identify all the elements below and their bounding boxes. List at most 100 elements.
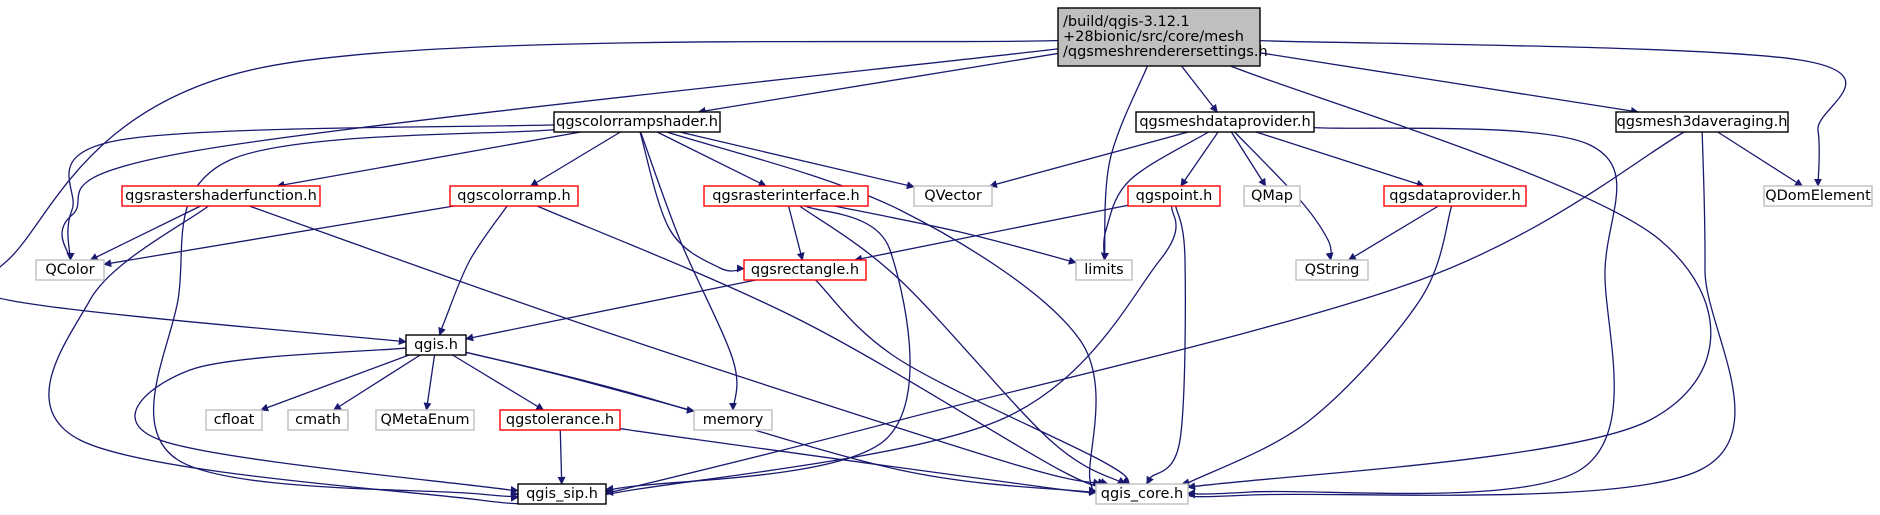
node-label-rasterinterface: qgsrasterinterface.h bbox=[712, 188, 859, 204]
edge-root-to-mesh3daveraging bbox=[1259, 52, 1639, 115]
node-qgis[interactable]: qgis.h bbox=[405, 334, 467, 356]
edge-tolerance-to-qgis_core bbox=[619, 427, 1097, 495]
node-box-limits bbox=[1075, 259, 1133, 281]
node-box-rastershaderfunction bbox=[121, 185, 321, 207]
edge-meshdataprovider-to-dataprovider bbox=[1255, 131, 1425, 188]
node-label-root: /build/qgis-3.12.1 bbox=[1063, 14, 1190, 30]
node-box-mesh3daveraging bbox=[1615, 111, 1789, 133]
edge-dataprovider-to-qstring bbox=[1347, 205, 1439, 261]
edge-colorrampshader-to-memory bbox=[640, 131, 738, 411]
node-tolerance[interactable]: qgstolerance.h bbox=[499, 409, 621, 431]
nodes-layer: /build/qgis-3.12.1+28bionic/src/core/mes… bbox=[35, 7, 1873, 505]
edge-point-to-rectangle bbox=[854, 204, 1129, 263]
edge-rasterinterface-to-qgis_core bbox=[799, 205, 1126, 485]
node-box-point bbox=[1127, 185, 1221, 207]
node-qgis_core[interactable]: qgis_core.h bbox=[1095, 483, 1189, 505]
edge-meshdataprovider-to-qmap bbox=[1230, 131, 1267, 187]
edge-colorrampshader-to-rastershaderfunction bbox=[276, 131, 581, 189]
edge-qgis-to-qmetaenum bbox=[423, 354, 436, 411]
node-qgis_sip[interactable]: qgis_sip.h bbox=[517, 483, 607, 505]
node-label-cfloat: cfloat bbox=[214, 412, 255, 428]
node-box-qdomelement bbox=[1763, 185, 1873, 207]
edge-colorrampshader-to-qgis_core bbox=[666, 131, 1106, 493]
node-mesh3daveraging[interactable]: qgsmesh3daveraging.h bbox=[1615, 111, 1789, 133]
edge-qgis-to-tolerance bbox=[452, 354, 545, 411]
edge-rastershaderfunction-to-qgis_core bbox=[249, 205, 1101, 487]
node-cfloat[interactable]: cfloat bbox=[205, 409, 263, 431]
node-box-colorramp bbox=[449, 185, 579, 207]
edge-colorrampshader-to-rectangle bbox=[639, 131, 745, 273]
node-box-meshdataprovider bbox=[1135, 111, 1315, 133]
node-label-root: +28bionic/src/core/mesh bbox=[1063, 29, 1244, 45]
node-qcolor[interactable]: QColor bbox=[35, 259, 105, 281]
node-rasterinterface[interactable]: qgsrasterinterface.h bbox=[703, 185, 869, 207]
node-meshdataprovider[interactable]: qgsmeshdataprovider.h bbox=[1135, 111, 1315, 133]
edge-tolerance-to-qgis_sip bbox=[557, 429, 566, 485]
edge-root-to-qcolor bbox=[61, 48, 1059, 261]
node-colorrampshader[interactable]: qgscolorrampshader.h bbox=[553, 111, 721, 133]
edge-mesh3daveraging-to-qgis_sip bbox=[593, 131, 1685, 497]
edge-meshdataprovider-to-point bbox=[1180, 131, 1219, 187]
node-label-cmath: cmath bbox=[295, 412, 341, 428]
node-cmath[interactable]: cmath bbox=[287, 409, 349, 431]
node-root[interactable]: /build/qgis-3.12.1+28bionic/src/core/mes… bbox=[1057, 7, 1268, 67]
edge-colorrampshader-to-qvector bbox=[679, 131, 915, 190]
node-label-tolerance: qgstolerance.h bbox=[506, 412, 614, 428]
node-box-rasterinterface bbox=[703, 185, 869, 207]
node-qvector[interactable]: QVector bbox=[913, 185, 993, 207]
node-rastershaderfunction[interactable]: qgsrastershaderfunction.h bbox=[121, 185, 321, 207]
node-dataprovider[interactable]: qgsdataprovider.h bbox=[1383, 185, 1527, 207]
node-box-rectangle bbox=[743, 259, 867, 281]
edge-root-to-qgis_core bbox=[1187, 65, 1712, 491]
edge-meshdataprovider-to-limits bbox=[1100, 131, 1209, 261]
node-box-dataprovider bbox=[1383, 185, 1527, 207]
node-qmap[interactable]: QMap bbox=[1243, 185, 1301, 207]
node-qmetaenum[interactable]: QMetaEnum bbox=[375, 409, 475, 431]
node-box-qvector bbox=[913, 185, 993, 207]
node-box-cfloat bbox=[205, 409, 263, 431]
edge-mesh3daveraging-to-qgis_core bbox=[1187, 131, 1736, 499]
node-label-memory: memory bbox=[703, 412, 764, 428]
node-box-tolerance bbox=[499, 409, 621, 431]
node-label-qmetaenum: QMetaEnum bbox=[380, 412, 469, 428]
node-limits[interactable]: limits bbox=[1075, 259, 1133, 281]
node-box-qstring bbox=[1295, 259, 1369, 281]
edge-colorrampshader-to-qcolor bbox=[66, 124, 555, 261]
node-box-cmath bbox=[287, 409, 349, 431]
edge-colorrampshader-to-qgis_sip bbox=[153, 129, 555, 499]
node-label-qvector: QVector bbox=[924, 188, 982, 204]
node-box-qgis_sip bbox=[517, 483, 607, 505]
edge-colorramp-to-qgis_core bbox=[536, 205, 1109, 488]
edge-colorrampshader-to-rasterinterface bbox=[656, 131, 767, 187]
node-rectangle[interactable]: qgsrectangle.h bbox=[743, 259, 867, 281]
node-label-rectangle: qgsrectangle.h bbox=[751, 262, 859, 278]
node-qstring[interactable]: QString bbox=[1295, 259, 1369, 281]
edge-root-to-qgis bbox=[0, 39, 1059, 346]
node-colorramp[interactable]: qgscolorramp.h bbox=[449, 185, 579, 207]
node-label-qdomelement: QDomElement bbox=[1765, 188, 1871, 204]
node-label-mesh3daveraging: qgsmesh3daveraging.h bbox=[1617, 114, 1788, 130]
edge-colorramp-to-qgis bbox=[438, 205, 508, 336]
edge-root-to-qdomelement bbox=[1259, 39, 1847, 187]
node-qdomelement[interactable]: QDomElement bbox=[1763, 185, 1873, 207]
node-box-root bbox=[1057, 7, 1261, 67]
node-label-colorrampshader: qgscolorrampshader.h bbox=[556, 114, 718, 130]
node-label-qcolor: QColor bbox=[45, 262, 94, 278]
node-memory[interactable]: memory bbox=[693, 409, 773, 431]
node-label-root: /qgsmeshrenderersettings.h bbox=[1063, 44, 1268, 60]
edge-qgis-to-cfloat bbox=[260, 354, 410, 412]
edge-meshdataprovider-to-qstring bbox=[1234, 131, 1334, 261]
edge-colorrampshader-to-colorramp bbox=[529, 131, 621, 187]
edge-meshdataprovider-to-qvector bbox=[988, 131, 1189, 188]
node-label-qgis_core: qgis_core.h bbox=[1101, 486, 1183, 502]
node-box-colorrampshader bbox=[553, 111, 721, 133]
node-label-colorramp: qgscolorramp.h bbox=[457, 188, 570, 204]
node-label-qgis_sip: qgis_sip.h bbox=[526, 486, 598, 502]
edge-colorramp-to-qcolor bbox=[103, 205, 455, 268]
edge-point-to-qgis_core bbox=[1145, 205, 1186, 485]
node-label-point: qgspoint.h bbox=[1136, 188, 1213, 204]
node-point[interactable]: qgspoint.h bbox=[1127, 185, 1221, 207]
edge-root-to-meshdataprovider bbox=[1181, 65, 1218, 113]
node-label-qgis: qgis.h bbox=[414, 337, 458, 353]
